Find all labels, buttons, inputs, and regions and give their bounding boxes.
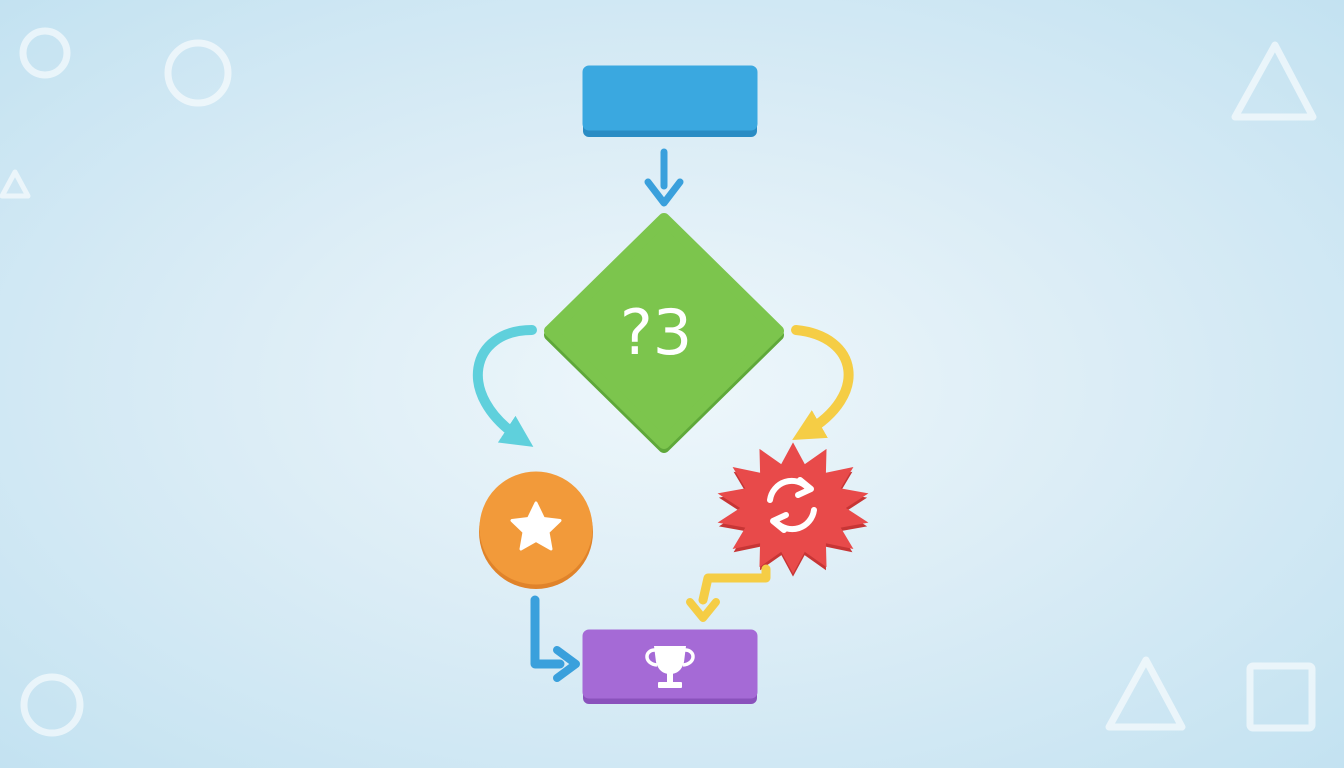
refresh-icon <box>767 477 817 533</box>
background-decorations <box>0 27 1317 737</box>
star-icon <box>510 501 562 551</box>
arrowhead-icon <box>644 178 684 207</box>
decision-node-body <box>544 213 784 449</box>
arrow-start-to-decision <box>644 148 684 207</box>
bg-triangle-icon <box>1231 41 1317 121</box>
bg-triangle-icon <box>1105 656 1186 731</box>
decision-label: ?3 <box>620 296 692 369</box>
bg-square-icon <box>1246 662 1316 732</box>
retry-node[interactable] <box>717 442 869 577</box>
bg-circle-icon <box>20 673 84 737</box>
start-node-body <box>582 65 758 131</box>
reward-node[interactable] <box>479 471 593 589</box>
arrow-decision-to-retry <box>791 325 854 441</box>
bg-circle-icon <box>164 39 232 107</box>
start-node[interactable] <box>582 65 758 137</box>
arrow-decision-to-reward <box>472 325 537 447</box>
bg-triangle-icon <box>0 169 31 199</box>
decision-node[interactable]: ?3 <box>544 213 784 453</box>
arrow-reward-to-goal <box>530 595 580 682</box>
goal-node[interactable] <box>582 629 758 704</box>
trophy-icon <box>645 646 695 688</box>
bg-circle-icon <box>19 27 71 79</box>
arrowhead-icon <box>686 598 720 622</box>
retry-node-body <box>717 442 869 574</box>
arrow-retry-to-goal <box>686 564 771 622</box>
arrowhead-icon <box>553 646 580 682</box>
